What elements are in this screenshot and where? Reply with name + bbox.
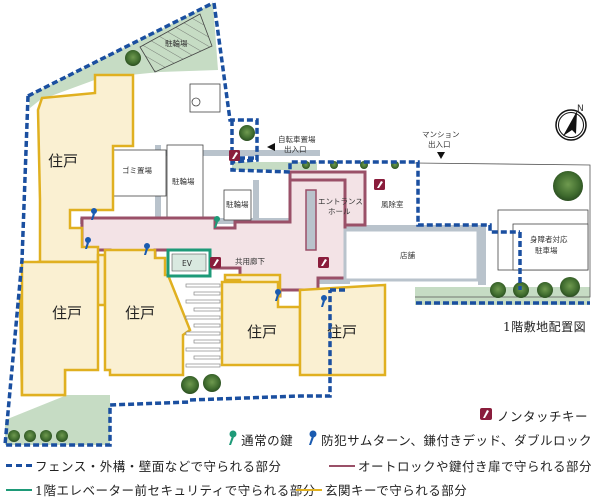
legend-fence: フェンス・外構・壁面などで守られる部分 <box>6 456 282 475</box>
legend-security-key: 防犯サムターン、鎌付きデッド、ダブルロック <box>307 430 592 449</box>
security-key-icon <box>307 430 317 449</box>
bicycle-entrance-label-2: 出入口 <box>284 144 307 154</box>
ev-label: EV <box>182 259 193 268</box>
common-corridor-label: 共用廊下 <box>235 256 265 266</box>
legend-normal-key-label: 通常の鍵 <box>241 433 294 448</box>
bike-parking-top: 駐輪場 <box>139 13 213 73</box>
elevator-line-sample <box>6 488 32 491</box>
unit-label-4: 住戸 <box>247 323 277 341</box>
bicycle-entrance: 自転車置場 出入口 <box>267 134 316 154</box>
unit-label-2: 住戸 <box>52 304 82 322</box>
fence-boundary <box>3 1 590 447</box>
shop-area: 店舗 <box>343 228 480 282</box>
legend-security-key-label: 防犯サムターン、鎌付きデッド、ダブルロック <box>321 433 592 448</box>
bike-parking-label: 駐輪場 <box>165 38 188 48</box>
unit-left-lower <box>20 260 100 397</box>
touchless-key-icon <box>318 257 329 268</box>
legend-touchless: ノンタッチキー <box>479 406 588 425</box>
autolock-line-sample <box>328 464 355 467</box>
touchless-key-icons <box>210 150 385 268</box>
security-key-icon <box>321 295 327 307</box>
legend-elevator: 1階エレベーター前セキュリティで守られる部分 <box>6 480 316 499</box>
north-compass-icon: N <box>555 104 587 141</box>
normal-key-icon <box>214 216 220 228</box>
fence-line-sample <box>6 464 32 467</box>
mansion-entrance-label-1: マンション <box>422 130 460 139</box>
site-boundary-line <box>414 162 591 298</box>
legend-entrance-key: 玄関キーで守られる部分 <box>296 480 467 499</box>
outdoor-steps <box>185 283 221 368</box>
normal-key-icon <box>227 430 237 449</box>
plan-title: 1階敷地配置図 <box>503 320 587 334</box>
unit-label-1: 住戸 <box>48 152 78 170</box>
touchless-key-icon <box>229 150 240 161</box>
elevator-security-area: EV <box>166 248 212 278</box>
accessible-parking-label-1: 身障者対応 <box>530 234 568 244</box>
touchless-key-icon <box>210 257 221 268</box>
legend-autolock-label: オートロックや鍵付き扉で守られる部分 <box>357 459 592 474</box>
entrance-hall-label-1: エントランス <box>318 197 363 206</box>
trees <box>8 50 583 442</box>
security-key-icon <box>91 208 97 220</box>
security-key-icon <box>275 289 281 301</box>
mansion-entrance: マンション 出入口 <box>422 130 460 159</box>
garbage-room-label: ゴミ置場 <box>122 165 152 175</box>
legend-fence-label: フェンス・外構・壁面などで守られる部分 <box>35 459 282 474</box>
touchless-key-icon <box>374 179 385 190</box>
legend-entrance-key-label: 玄関キーで守られる部分 <box>325 483 468 498</box>
entrance-key-line-sample <box>296 488 322 491</box>
accessible-parking-label-2: 駐車場 <box>535 245 558 255</box>
shop-label: 店舗 <box>400 250 415 260</box>
legend-autolock: オートロックや鍵付き扉で守られる部分 <box>328 456 592 475</box>
windbreak-room-label: 風除室 <box>381 199 404 209</box>
security-key-icon <box>85 237 91 249</box>
bicycle-entrance-label-1: 自転車置場 <box>278 134 316 144</box>
legend-keys: 通常の鍵 防犯サムターン、鎌付きデッド、ダブルロック <box>227 430 592 449</box>
mansion-entrance-label-2: 出入口 <box>428 139 451 149</box>
accessible-parking: 身障者対応 駐車場 <box>497 209 589 271</box>
entrance-hall-label-2: ホール <box>328 207 351 216</box>
touchless-key-icon <box>479 407 493 424</box>
legend-normal-key: 通常の鍵 <box>227 430 293 449</box>
unit-label-5: 住戸 <box>327 323 357 341</box>
bike-parking-mid-label: 駐輪場 <box>172 176 195 186</box>
north-label: N <box>577 104 584 114</box>
legend-touchless-label: ノンタッチキー <box>496 409 588 424</box>
security-key-icons <box>85 208 327 307</box>
legend-elevator-label: 1階エレベーター前セキュリティで守られる部分 <box>35 483 316 498</box>
bike-parking-small-label: 駐輪場 <box>226 199 249 209</box>
unit-label-3: 住戸 <box>125 304 155 322</box>
security-key-icon <box>144 243 150 255</box>
